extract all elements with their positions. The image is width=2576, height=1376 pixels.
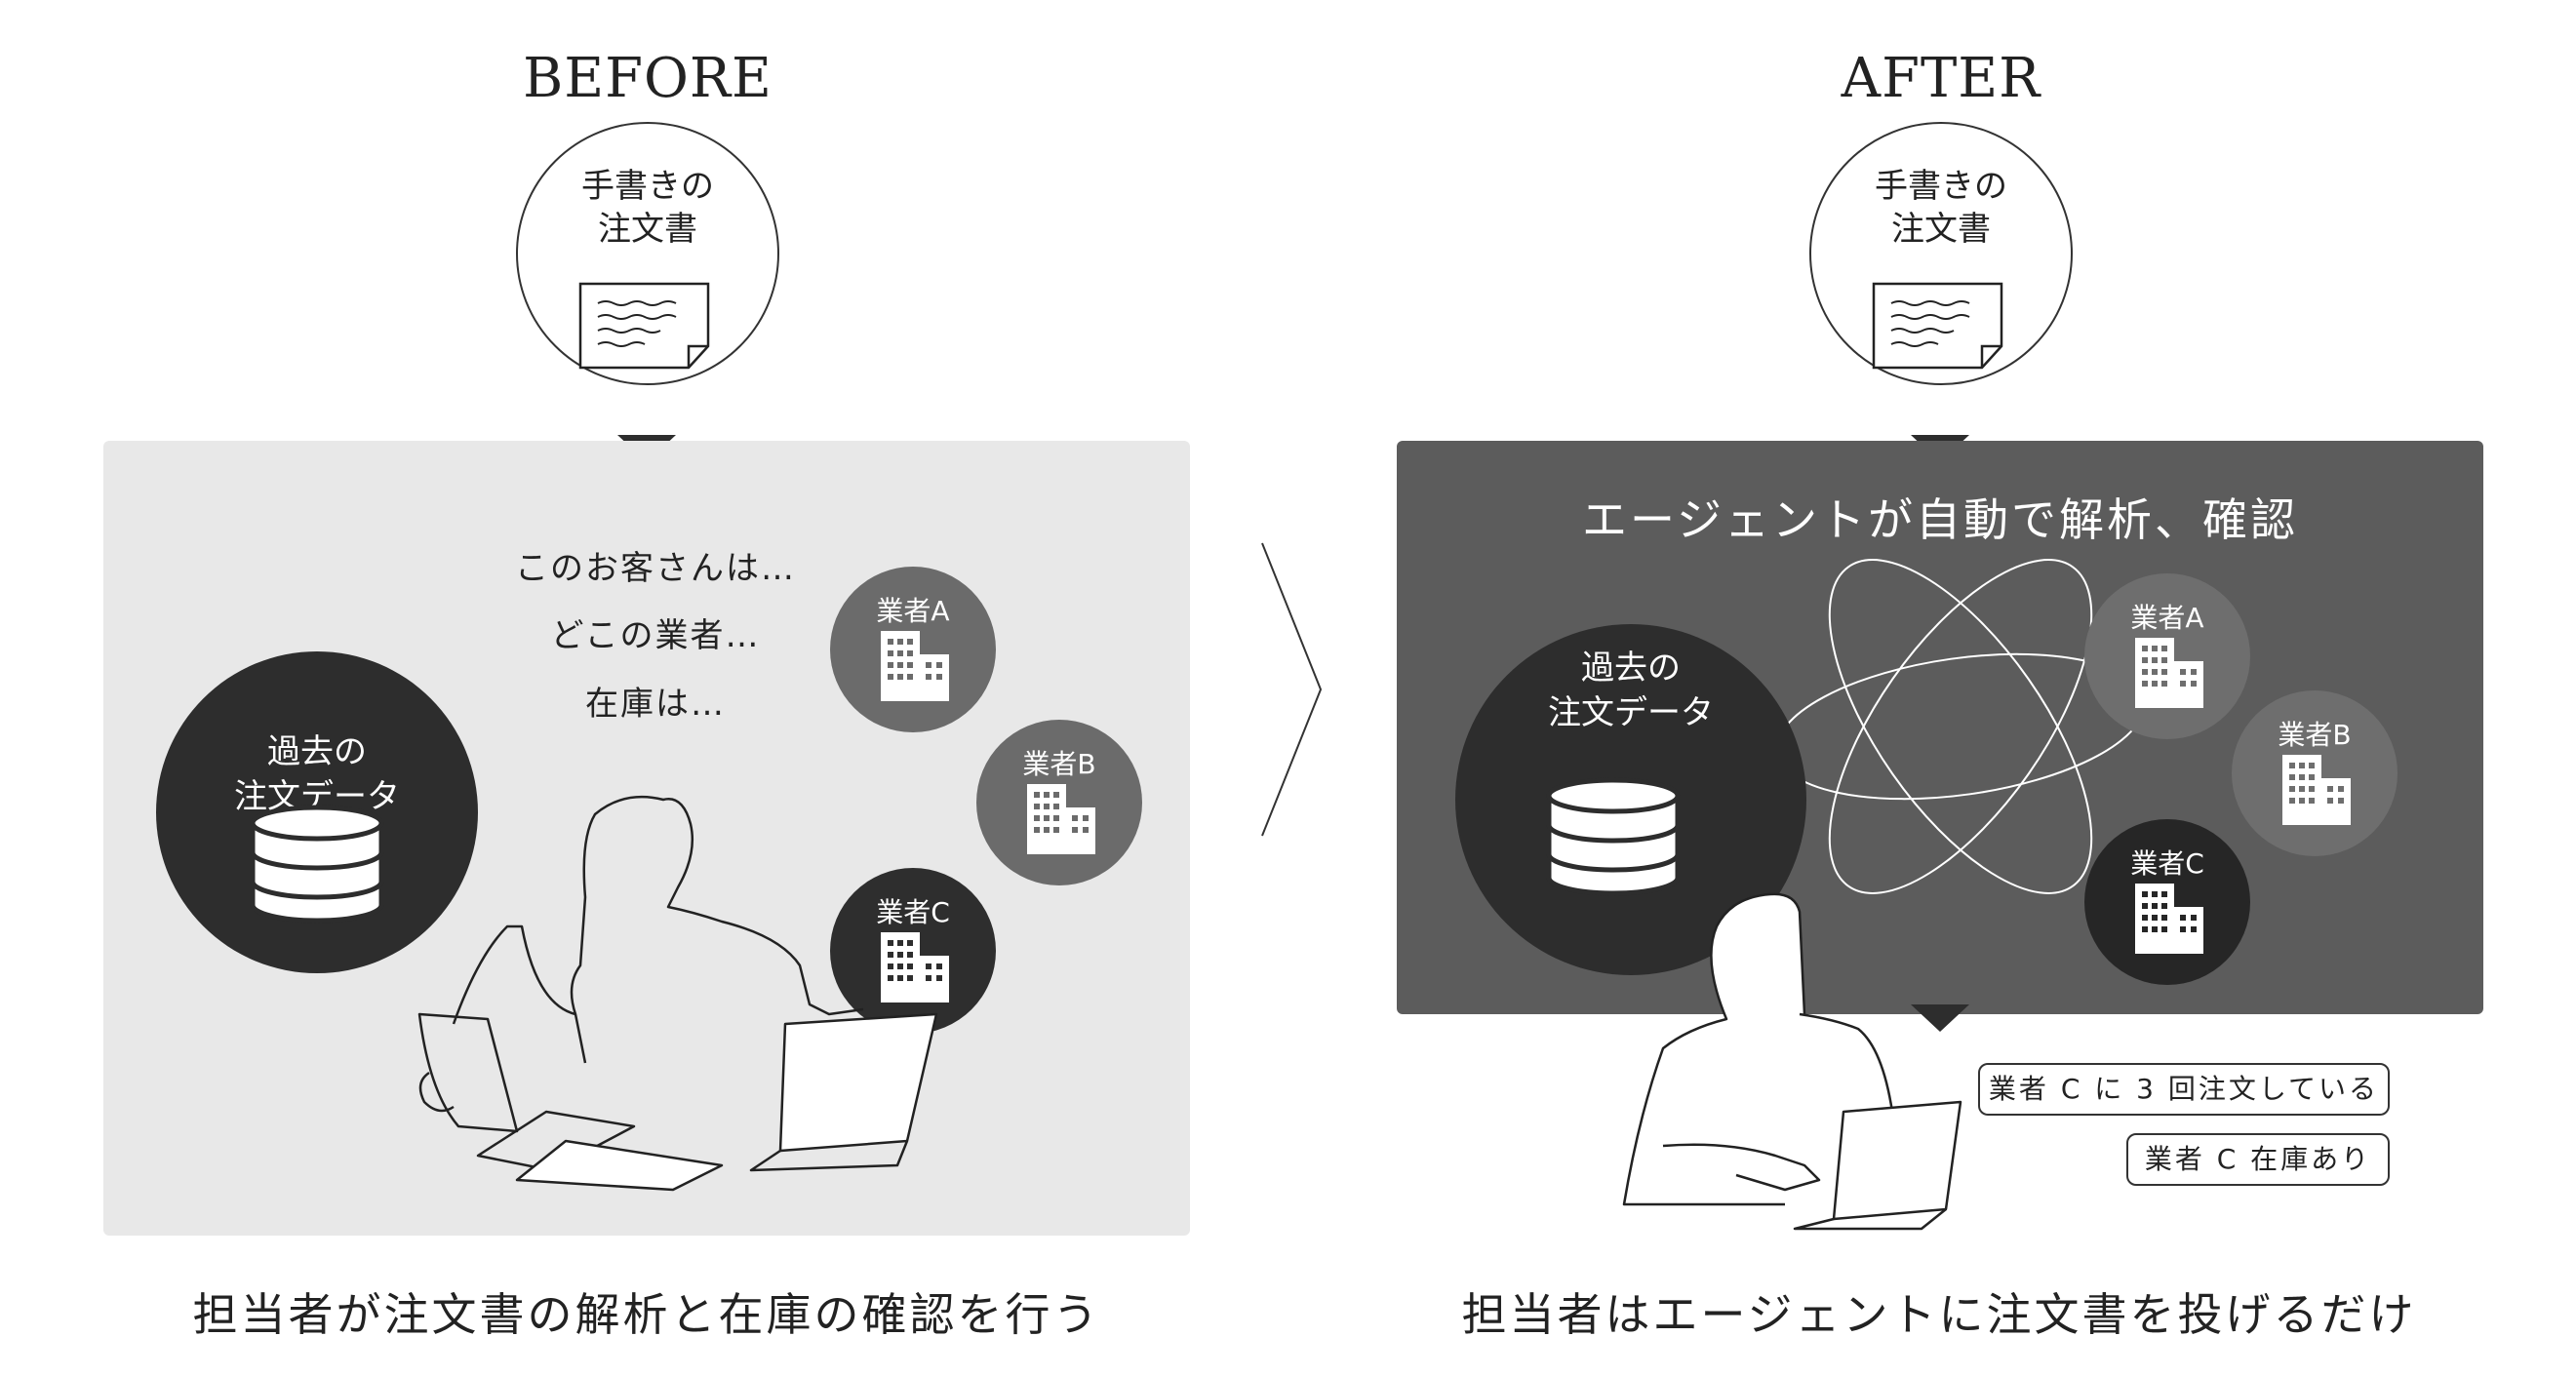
after-worker-illustration [1622,892,1962,1231]
building-icon [881,631,949,701]
after-vendor-c: 業者C [2084,819,2250,985]
database-icon [1546,777,1681,896]
handwritten-document-icon [578,282,710,370]
after-vendor-b: 業者B [2232,690,2398,856]
thought-vendor: どこの業者… [550,616,761,655]
before-document-circle: 手書きの 注文書 [516,122,779,385]
building-icon [2135,884,2203,954]
building-icon [2135,638,2203,708]
agent-title: エージェントが自動で解析、確認 [1581,493,2299,546]
before-worker-illustration [417,795,938,1192]
after-document-circle: 手書きの 注文書 [1809,122,2073,385]
after-caption: 担当者はエージェントに注文書を投げるだけ [1461,1288,2417,1341]
after-vendor-b-label: 業者B [2278,719,2352,751]
before-vendor-b-label: 業者B [1022,748,1096,780]
building-icon [2282,755,2351,825]
result-stock-status: 業者 C 在庫あり [2126,1133,2390,1186]
before-database-label-1: 過去の [267,732,367,771]
result-order-history: 業者 C に 3 回注文している [1978,1063,2390,1116]
database-icon [250,805,384,924]
before-vendor-a-label: 業者A [876,595,950,627]
before-vendor-a: 業者A [830,567,996,732]
after-heading: AFTER [1841,47,2041,110]
building-icon [1027,784,1095,854]
before-heading: BEFORE [523,47,773,110]
after-document-label-1: 手書きの [1875,167,2007,206]
after-database-label-1: 過去の [1581,649,1681,688]
after-document-label-2: 注文書 [1891,210,1991,249]
after-database-label-2: 注文データ [1548,693,1714,732]
before-vendor-c: 業者C [830,868,996,1034]
agent-output-arrow-icon [1911,1004,1969,1032]
handwritten-document-icon [1872,282,2003,370]
after-vendor-a: 業者A [2084,573,2250,739]
transition-chevron-icon [1261,542,1323,837]
before-vendor-c-label: 業者C [876,896,950,928]
before-vendor-b: 業者B [976,720,1142,885]
before-caption: 担当者が注文書の解析と在庫の確認を行う [192,1288,1101,1341]
thought-customer: このお客さんは… [515,549,796,588]
before-database-circle: 過去の 注文データ [156,651,478,973]
after-vendor-c-label: 業者C [2130,847,2204,880]
building-icon [881,932,949,1003]
before-document-label-2: 注文書 [598,210,697,249]
before-document-label-1: 手書きの [581,167,714,206]
thought-stock: 在庫は… [585,685,726,724]
after-vendor-a-label: 業者A [2130,602,2204,634]
